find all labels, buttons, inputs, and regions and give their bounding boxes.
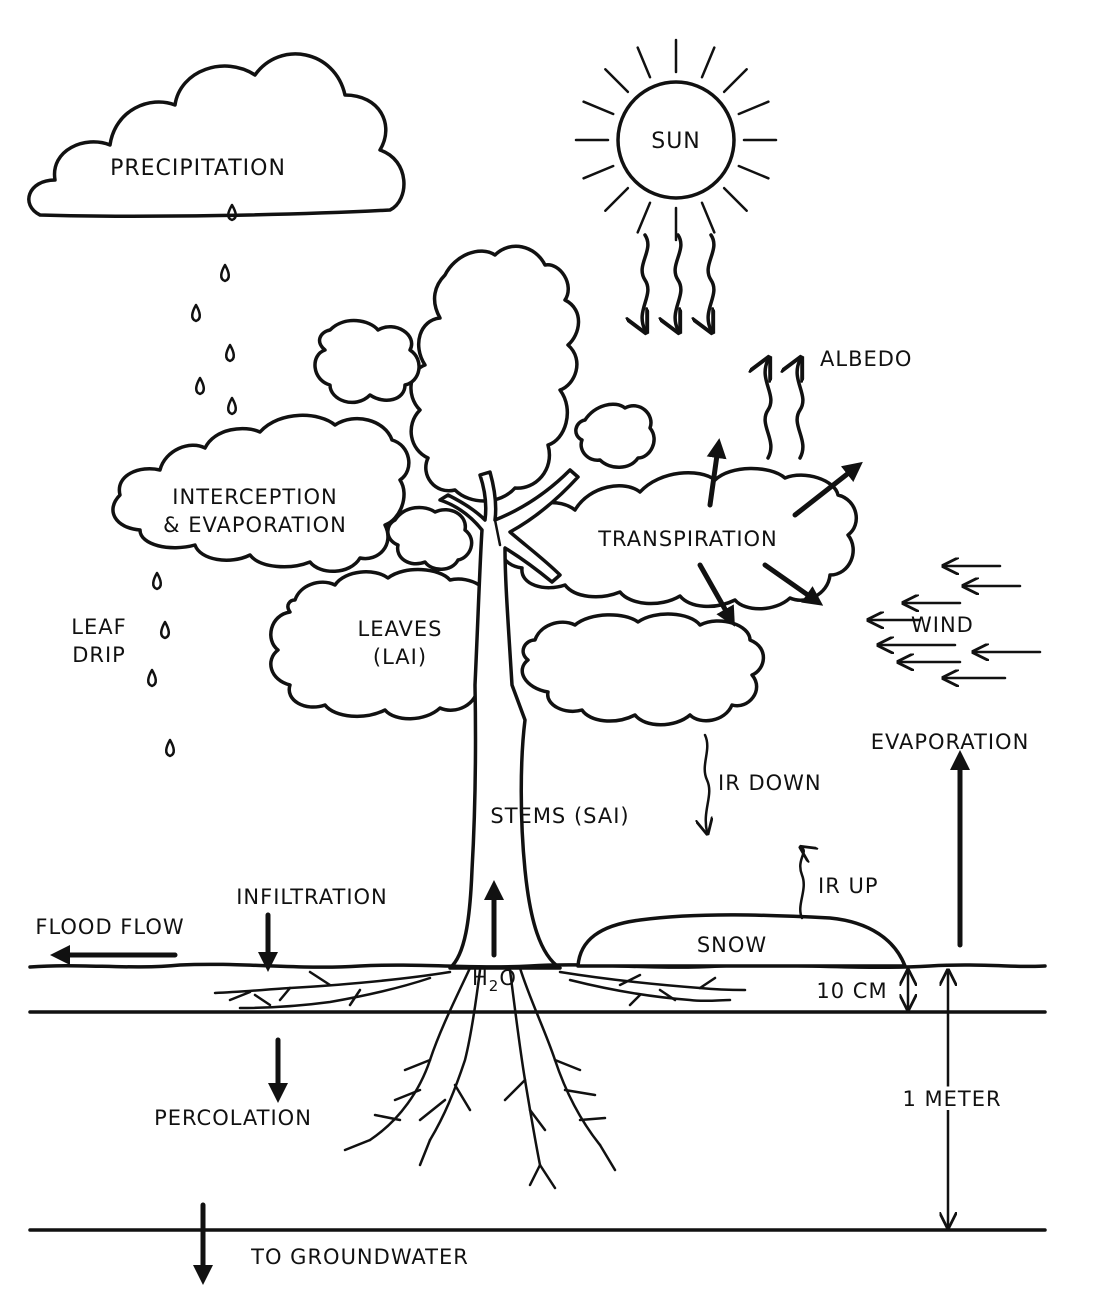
shallow-roots xyxy=(213,970,747,1010)
solar-radiation-arrows xyxy=(642,233,716,330)
leaves-label-2: (LAI) xyxy=(373,645,427,669)
precipitation-label: PRECIPITATION xyxy=(110,156,286,181)
sun-ray xyxy=(737,100,770,116)
sun-ray xyxy=(700,46,716,79)
sun-ray xyxy=(604,186,630,212)
sun-ray xyxy=(582,100,615,116)
leaf-drip-drops xyxy=(147,571,175,758)
raindrops xyxy=(191,203,237,416)
snow-label: SNOW xyxy=(697,933,767,957)
one-meter-label: 1 METER xyxy=(902,1087,1001,1111)
sun-ray xyxy=(636,201,652,234)
sun-ray xyxy=(700,201,716,234)
snow-pack xyxy=(576,913,907,968)
sun-ray xyxy=(722,68,748,94)
sun-ray xyxy=(737,164,770,180)
sun-ray xyxy=(636,46,652,79)
leaf-drip-label-1: LEAF xyxy=(71,615,126,639)
sun-ray xyxy=(722,186,748,212)
wind-label: WIND xyxy=(911,613,974,637)
process-arrows xyxy=(50,438,970,1285)
interception-label-1: INTERCEPTION xyxy=(172,485,337,509)
flood-flow-label: FLOOD FLOW xyxy=(35,915,184,939)
sun-label: SUN xyxy=(651,129,701,154)
deep-roots xyxy=(343,966,617,1190)
ten-cm-label: 10 CM xyxy=(816,979,887,1003)
h2o-label: H2O xyxy=(472,966,517,995)
sun-ray xyxy=(582,164,615,180)
to-groundwater-label: TO GROUNDWATER xyxy=(250,1245,469,1269)
percolation-label: PERCOLATION xyxy=(154,1106,312,1130)
leaves-label-1: LEAVES xyxy=(358,617,443,641)
sun-icon xyxy=(574,38,778,242)
ir-arrows xyxy=(705,733,804,920)
depth-markers xyxy=(908,972,948,1226)
infiltration-label: INFILTRATION xyxy=(236,885,388,909)
precipitation-cloud xyxy=(27,52,406,218)
wind-arrows xyxy=(870,566,1042,678)
ir-down-label: IR DOWN xyxy=(718,771,822,795)
ir-up-label: IR UP xyxy=(818,874,879,898)
tree-canopy xyxy=(111,244,859,727)
evaporation-label: EVAPORATION xyxy=(871,730,1030,754)
transpiration-label: TRANSPIRATION xyxy=(597,527,778,551)
interception-label-2: & EVAPORATION xyxy=(163,513,347,537)
leaf-drip-label-2: DRIP xyxy=(72,643,126,667)
albedo-arrows xyxy=(765,360,805,460)
albedo-label: ALBEDO xyxy=(820,347,912,371)
stems-label: STEMS (SAI) xyxy=(490,804,629,828)
ground-lines xyxy=(28,962,1047,1232)
sun-ray xyxy=(604,68,630,94)
